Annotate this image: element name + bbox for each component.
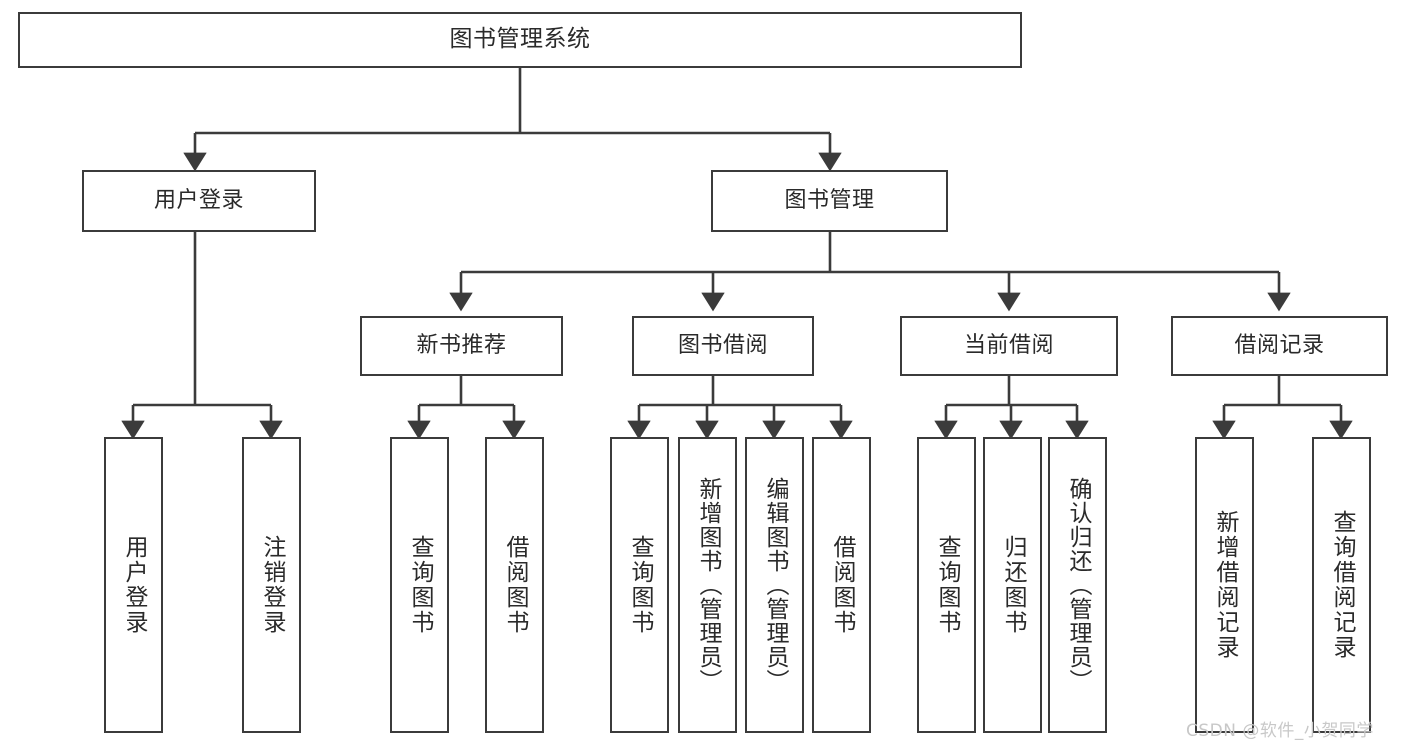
leaf-return-book[interactable]: 归还图书: [983, 437, 1042, 733]
leaf-query-book-recommend[interactable]: 查询图书: [390, 437, 449, 733]
node-label: 确认归还（管理员）: [1065, 477, 1091, 693]
node-label: 归还图书: [1000, 535, 1026, 635]
node-label: 查询图书: [407, 535, 433, 635]
node-user-login[interactable]: 用户登录: [82, 170, 316, 232]
node-current-borrow[interactable]: 当前借阅: [900, 316, 1118, 376]
leaf-query-book-borrow[interactable]: 查询图书: [610, 437, 669, 733]
node-label: 新书推荐: [416, 333, 507, 359]
leaf-add-book-admin[interactable]: 新增图书（管理员）: [678, 437, 737, 733]
node-label: 借阅图书: [829, 535, 855, 635]
node-label: 查询图书: [627, 535, 653, 635]
node-label: 查询图书: [934, 535, 960, 635]
csdn-watermark: CSDN @软件_小贺同学: [1186, 721, 1374, 741]
node-label: 图书借阅: [677, 333, 768, 359]
node-label: 当前借阅: [963, 333, 1054, 359]
node-label: 用户登录: [121, 535, 147, 635]
leaf-borrow-book[interactable]: 借阅图书: [812, 437, 871, 733]
leaf-logout-login[interactable]: 注销登录: [242, 437, 301, 733]
leaf-query-book-current[interactable]: 查询图书: [917, 437, 976, 733]
node-label: 查询借阅记录: [1329, 510, 1355, 660]
node-label: 新增借阅记录: [1212, 510, 1238, 660]
leaf-user-login[interactable]: 用户登录: [104, 437, 163, 733]
leaf-edit-book-admin[interactable]: 编辑图书（管理员）: [745, 437, 804, 733]
node-label: 借阅记录: [1234, 333, 1325, 359]
node-root-library-system[interactable]: 图书管理系统: [18, 12, 1022, 68]
node-new-book-recommend[interactable]: 新书推荐: [360, 316, 563, 376]
node-label: 图书管理: [784, 188, 875, 214]
node-label: 新增图书（管理员）: [695, 477, 721, 693]
node-label: 用户登录: [153, 188, 244, 214]
node-label: 借阅图书: [502, 535, 528, 635]
leaf-confirm-return-admin[interactable]: 确认归还（管理员）: [1048, 437, 1107, 733]
leaf-add-borrow-record[interactable]: 新增借阅记录: [1195, 437, 1254, 733]
leaf-query-borrow-record[interactable]: 查询借阅记录: [1312, 437, 1371, 733]
node-book-borrow[interactable]: 图书借阅: [632, 316, 814, 376]
leaf-borrow-book-recommend[interactable]: 借阅图书: [485, 437, 544, 733]
node-label: 图书管理系统: [449, 26, 591, 53]
node-book-management[interactable]: 图书管理: [711, 170, 948, 232]
node-label: 编辑图书（管理员）: [762, 477, 788, 693]
node-label: 注销登录: [259, 535, 285, 635]
node-borrow-record[interactable]: 借阅记录: [1171, 316, 1388, 376]
